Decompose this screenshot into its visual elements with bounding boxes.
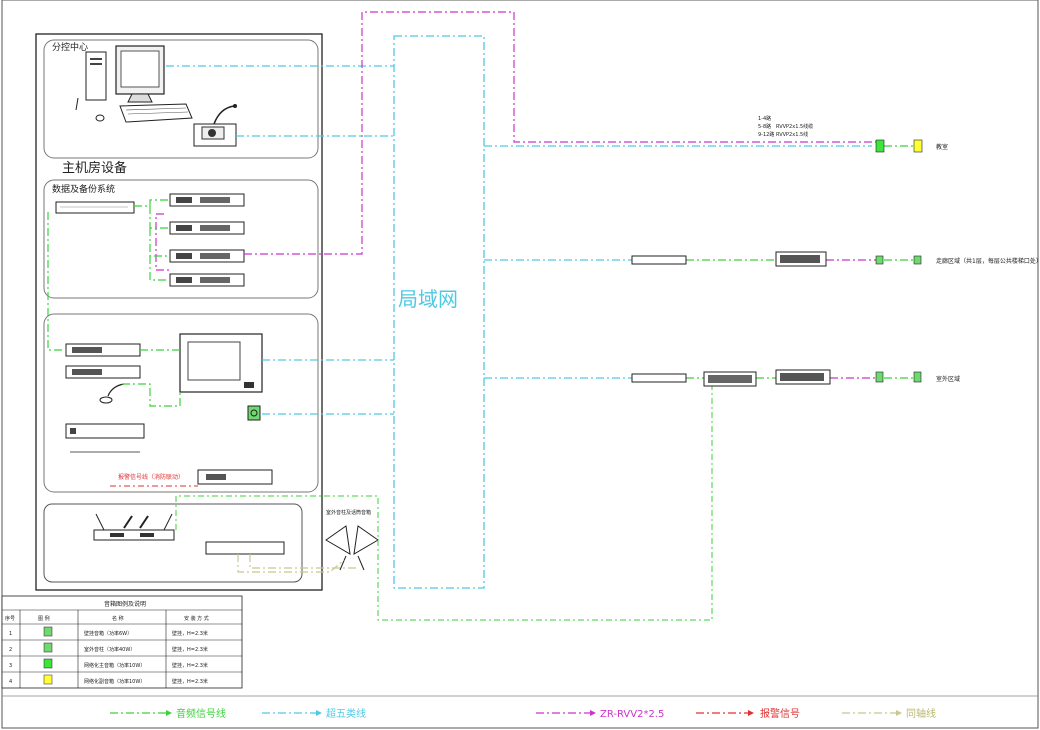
line-legend-coax: 同轴线 <box>906 707 936 720</box>
legend-table: 音箱图例及说明 序号 图 例 名 称 安 装 方 式 1 壁挂音箱（功率6W） … <box>1 595 243 689</box>
rack-amplifier-4 <box>169 273 245 287</box>
fire-alarm-interface-device <box>197 469 273 485</box>
legend-row-name: 室外音柱（功率40W） <box>84 646 135 653</box>
splitter-zone-3 <box>703 371 757 387</box>
legend-row-swatch <box>43 658 53 669</box>
microphone-icon <box>99 383 125 404</box>
legend-row-swatch <box>43 626 53 637</box>
amplifier-zone-2 <box>775 251 827 267</box>
line-legend: 音频信号线 超五类线 ZR-RVV2*2.5 报警信号 同轴线 <box>110 707 936 720</box>
legend-header-name: 名 称 <box>112 615 124 622</box>
speaker-zone-3b <box>913 371 922 383</box>
main-speaker-zone-1 <box>875 139 885 153</box>
legend-table-title: 音箱图例及说明 <box>104 600 146 608</box>
cable-note-1: 1-4路 <box>758 115 771 122</box>
cable-note-3: 9-12路 <box>758 131 774 138</box>
wall-speaker-icon <box>247 405 261 421</box>
handheld-mic-icon <box>123 515 149 529</box>
legend-row-no: 1 <box>9 631 12 637</box>
legend-row-install: 壁挂，H=2.3米 <box>172 662 208 669</box>
legend-row-swatch <box>43 642 53 653</box>
cable-spec-2: RVVP2x1.5线 <box>776 131 808 138</box>
rack-amplifier-1 <box>169 193 245 207</box>
network-terminal-1 <box>631 255 687 265</box>
computer-workstation-icon <box>75 45 193 123</box>
zone-2-label: 走廊区域（共1层，每层公共楼梯口处） <box>936 257 1040 265</box>
coax-lines <box>237 554 356 573</box>
sub-speaker-zone-1 <box>913 139 923 153</box>
speaker-zone-2b <box>913 255 922 265</box>
audio-lines <box>47 145 914 407</box>
rack-amplifier-3 <box>169 249 245 263</box>
network-terminal-2 <box>631 373 687 383</box>
legend-header-install: 安 装 方 式 <box>184 615 209 622</box>
equipment-cabinet <box>35 33 323 591</box>
alarm-note: 报警信号线（消防联动） <box>118 473 184 481</box>
backup-server-device <box>55 201 135 214</box>
legend-row-name: 网络化副音箱（功率10W） <box>84 678 145 685</box>
legend-row-name: 壁挂音箱（功率6W） <box>84 630 132 637</box>
outdoor-mic-note: 室外音柱及话筒音箱 <box>326 509 371 516</box>
control-center-box <box>43 39 319 159</box>
legend-row-no: 4 <box>9 679 12 685</box>
rack-amplifier-2 <box>169 221 245 235</box>
legend-header-symbol: 图 例 <box>38 615 50 622</box>
legend-row-swatch <box>43 674 53 685</box>
zone-3-label: 室外区域 <box>936 375 960 383</box>
cat5-lines <box>166 65 872 415</box>
line-legend-power: ZR-RVV2*2.5 <box>600 709 664 720</box>
legend-row-no: 3 <box>9 663 12 669</box>
speaker-zone-3a <box>875 371 884 383</box>
power-sequencer-device <box>65 423 145 439</box>
cable-note-2: 5-8路 <box>758 123 771 130</box>
backup-system-box <box>43 179 319 299</box>
network-host-device <box>179 333 263 393</box>
legend-row-install: 壁挂，H=2.3米 <box>172 678 208 685</box>
line-legend-audio: 音频信号线 <box>176 707 226 720</box>
legend-row-install: 壁挂，H=2.3米 <box>172 630 208 637</box>
wireless-receiver-device <box>93 513 175 541</box>
tuner-device <box>65 343 141 357</box>
cable-spec-1: RVVP2x1.5线缆 <box>776 123 813 130</box>
legend-header-no: 序号 <box>5 615 15 622</box>
coax-amplifier-device <box>205 541 285 555</box>
backup-system-title: 数据及备份系统 <box>52 183 115 195</box>
zone-1-label: 教室 <box>936 143 948 151</box>
legend-row-no: 2 <box>9 647 12 653</box>
paging-console-icon <box>193 104 237 147</box>
player-device <box>65 365 141 379</box>
power-lines <box>155 11 876 379</box>
main-host-box <box>43 313 319 493</box>
lan-box <box>393 35 485 589</box>
outdoor-horn-speakers-icon <box>325 525 379 571</box>
amplifier-zone-3 <box>775 369 831 385</box>
line-legend-cat5: 超五类线 <box>326 707 366 720</box>
legend-row-install: 壁挂，H=2.3米 <box>172 646 208 653</box>
legend-row-name: 网络化主音箱（功率10W） <box>84 662 145 669</box>
wireless-mic-box <box>43 503 303 583</box>
lan-label: 局域网 <box>398 287 458 311</box>
outdoor-feed-line <box>175 384 713 621</box>
speaker-zone-2a <box>875 255 884 265</box>
host-room-title: 主机房设备 <box>62 160 127 176</box>
line-legend-alarm: 报警信号 <box>760 707 800 720</box>
control-center-title: 分控中心 <box>52 41 88 53</box>
